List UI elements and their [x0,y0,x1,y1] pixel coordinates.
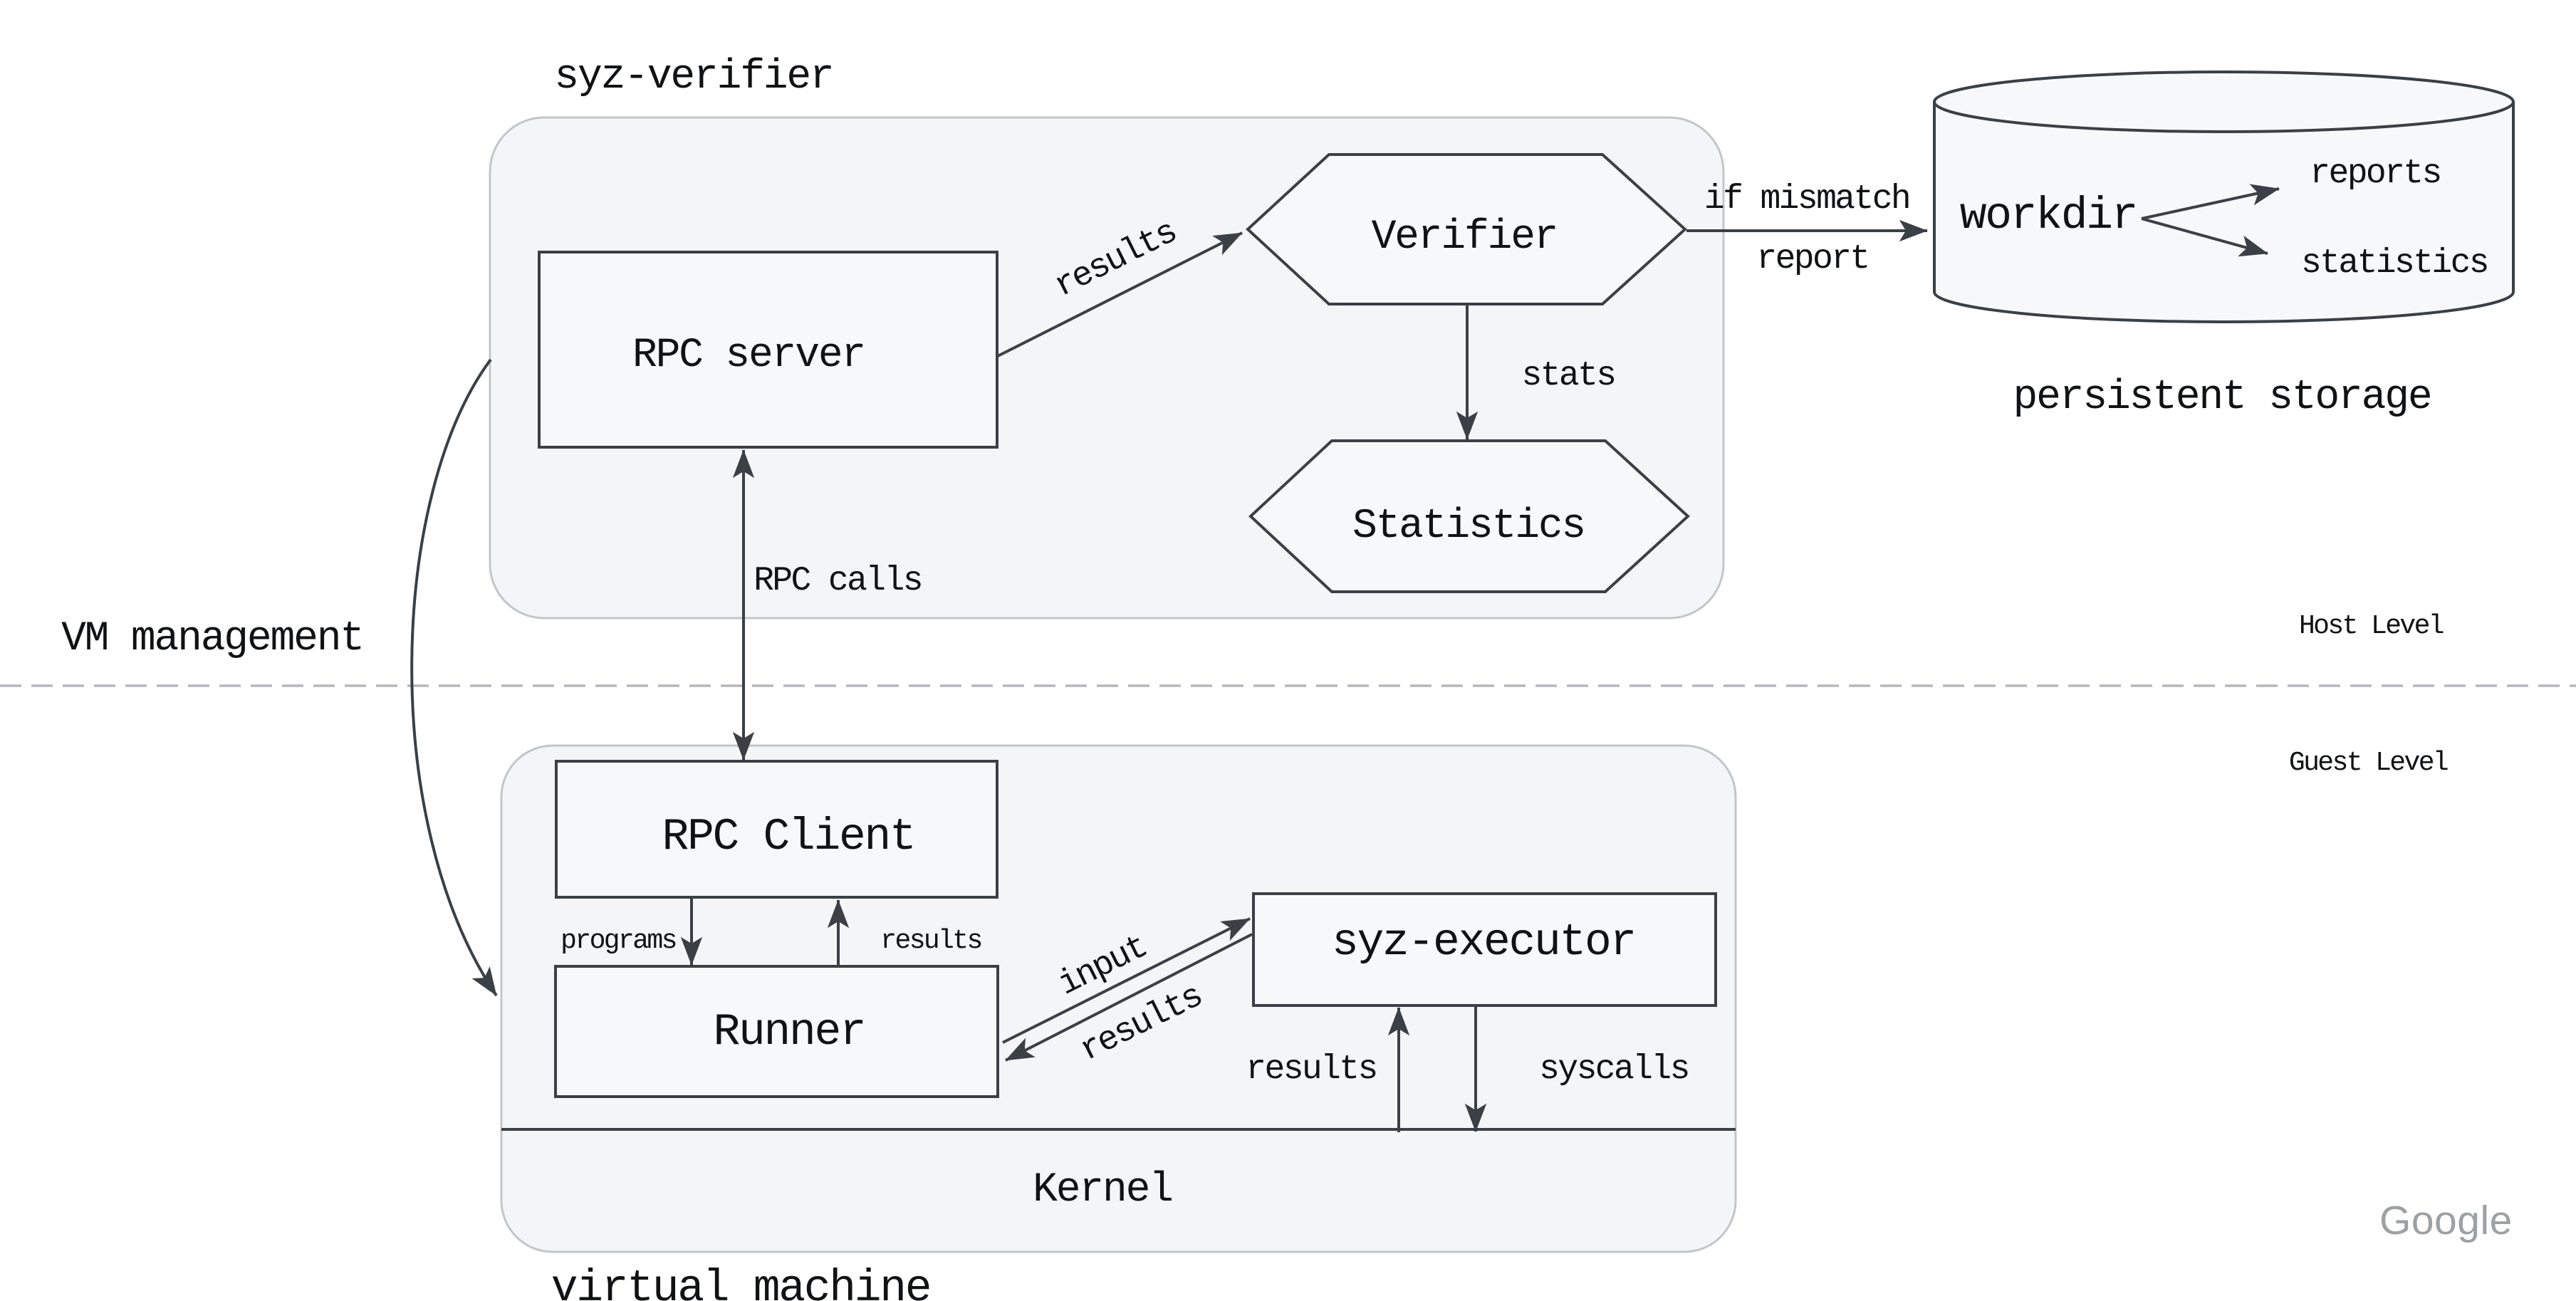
svg-text:stats: stats [1521,357,1615,395]
svg-text:syscalls: syscalls [1539,1050,1689,1089]
svg-text:RPC calls: RPC calls [753,562,922,600]
svg-text:Host Level: Host Level [2299,611,2444,642]
svg-text:workdir: workdir [1960,191,2137,241]
svg-text:report: report [1756,240,1868,278]
svg-text:results: results [880,926,981,956]
svg-text:RPC Client: RPC Client [662,812,914,862]
svg-text:Google: Google [2379,1198,2513,1243]
svg-text:Statistics: Statistics [1352,503,1585,550]
svg-text:Verifier: Verifier [1372,214,1558,261]
svg-text:RPC server: RPC server [632,333,865,379]
svg-text:Kernel: Kernel [1033,1167,1172,1213]
svg-text:persistent storage: persistent storage [2013,375,2431,421]
svg-text:virtual machine: virtual machine [551,1263,931,1301]
svg-text:if mismatch: if mismatch [1704,180,1909,219]
svg-text:reports: reports [2310,155,2440,193]
svg-text:VM management: VM management [61,616,363,662]
svg-text:Guest Level: Guest Level [2289,748,2448,778]
svg-text:statistics: statistics [2301,244,2488,283]
svg-text:programs: programs [560,926,676,956]
svg-text:syz-executor: syz-executor [1332,917,1635,968]
svg-text:results: results [1246,1050,1376,1089]
svg-text:syz-verifier: syz-verifier [554,54,833,100]
svg-text:Runner: Runner [713,1007,865,1057]
